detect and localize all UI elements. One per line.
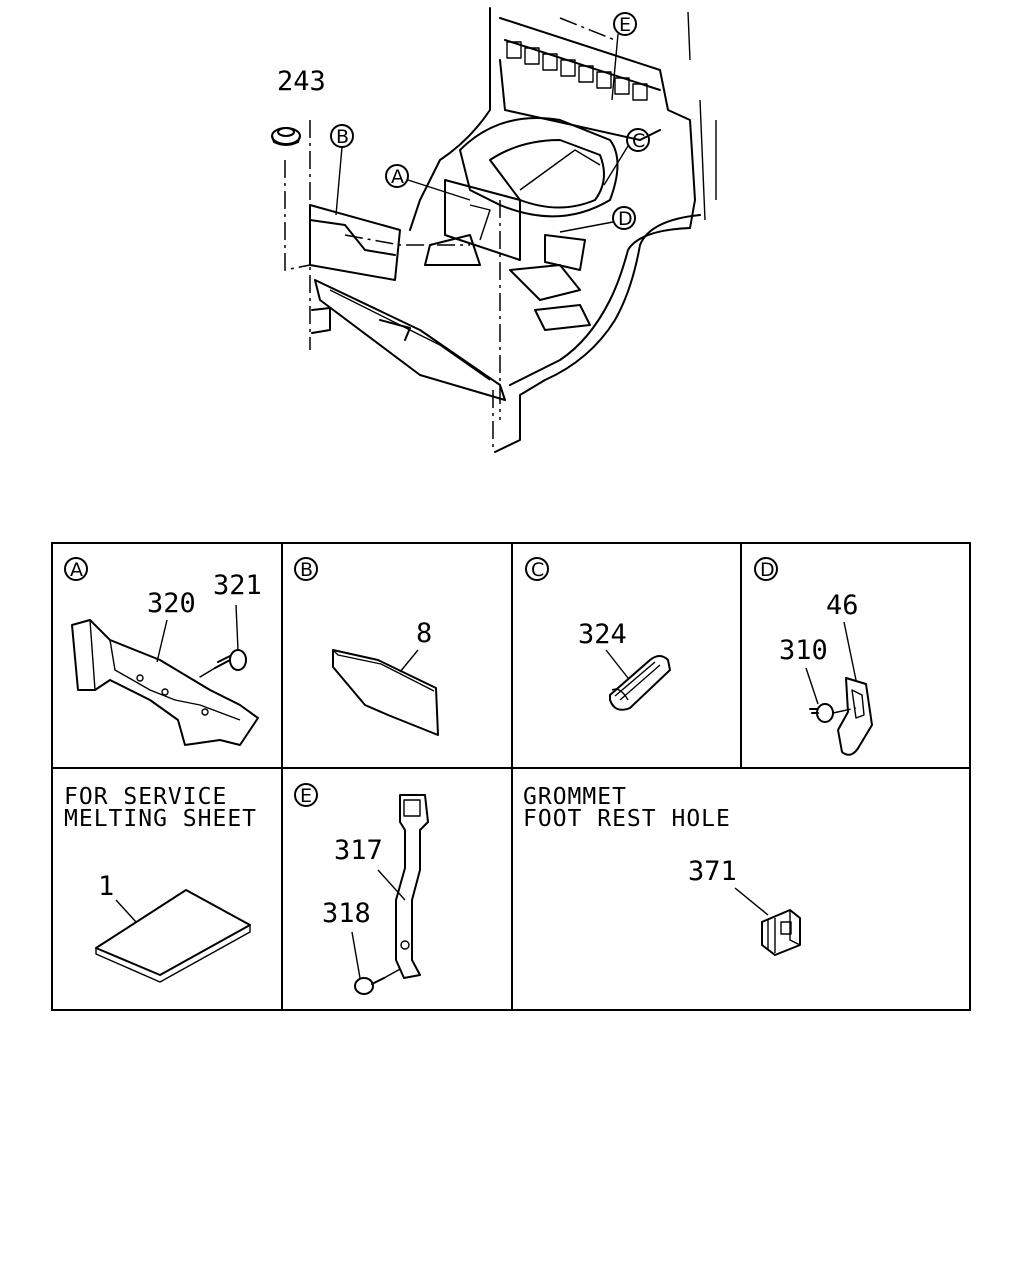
panel-D-letter: D	[760, 559, 775, 581]
svg-text:B: B	[336, 126, 349, 148]
svg-text:D: D	[618, 208, 633, 230]
panel-A-letter: A	[70, 559, 83, 581]
reinforcement-320-icon	[71, 619, 259, 746]
panel-service: FOR SERVICE MELTING SHEET 1	[64, 784, 257, 983]
panel-B: B 8	[294, 557, 439, 736]
bracket-46-icon	[837, 677, 873, 756]
part-320-label: 320	[147, 588, 196, 619]
bolt-321-icon	[214, 649, 247, 671]
melting-sheet-1-icon	[95, 889, 251, 983]
overview-callout-D: D	[559, 206, 636, 233]
parts-grid	[51, 542, 971, 1011]
panel-B-letter: B	[300, 559, 313, 581]
bolt-310-icon	[809, 703, 834, 723]
overview-callout-B: B	[330, 124, 354, 216]
overview-callout-E: E	[611, 12, 637, 101]
svg-text:E: E	[619, 14, 631, 36]
panel-grommet: GROMMET FOOT REST HOLE 371	[523, 784, 801, 956]
grommet-243-icon	[271, 127, 301, 146]
part-318-label: 318	[322, 898, 371, 929]
svg-text:A: A	[391, 166, 404, 188]
overview-callout-C: C	[603, 128, 650, 186]
part-310-label: 310	[779, 635, 828, 666]
clip-324-icon	[609, 655, 671, 711]
overview-callout-A: A	[385, 164, 471, 201]
panel-E-letter: E	[300, 785, 312, 807]
grommet-caption-line1: GROMMET	[523, 784, 627, 810]
part-317-label: 317	[334, 835, 383, 866]
part-8-label: 8	[416, 618, 432, 649]
callout-243: 243	[277, 66, 326, 97]
part-1-label: 1	[98, 871, 114, 902]
panel-C-letter: C	[531, 559, 544, 581]
screw-318-icon	[354, 977, 385, 995]
panel-C: C 324	[525, 557, 671, 711]
service-caption-line2: MELTING SHEET	[64, 806, 257, 832]
panel-A: A 320 321	[64, 557, 262, 746]
service-caption-line1: FOR SERVICE	[64, 784, 227, 810]
svg-text:C: C	[632, 130, 645, 152]
part-324-label: 324	[578, 619, 627, 650]
grommet-caption-line2: FOOT REST HOLE	[523, 806, 731, 832]
strap-317-icon	[395, 794, 429, 979]
part-371-label: 371	[688, 856, 737, 887]
part-321-label: 321	[213, 570, 262, 601]
panel-E: E 317 318	[294, 783, 429, 995]
insulator-8-icon	[332, 649, 439, 736]
cab-floor-overview	[284, 7, 717, 453]
grommet-371-icon	[761, 909, 801, 956]
panel-D: D 46 310	[754, 557, 873, 756]
part-46-label: 46	[826, 590, 859, 621]
